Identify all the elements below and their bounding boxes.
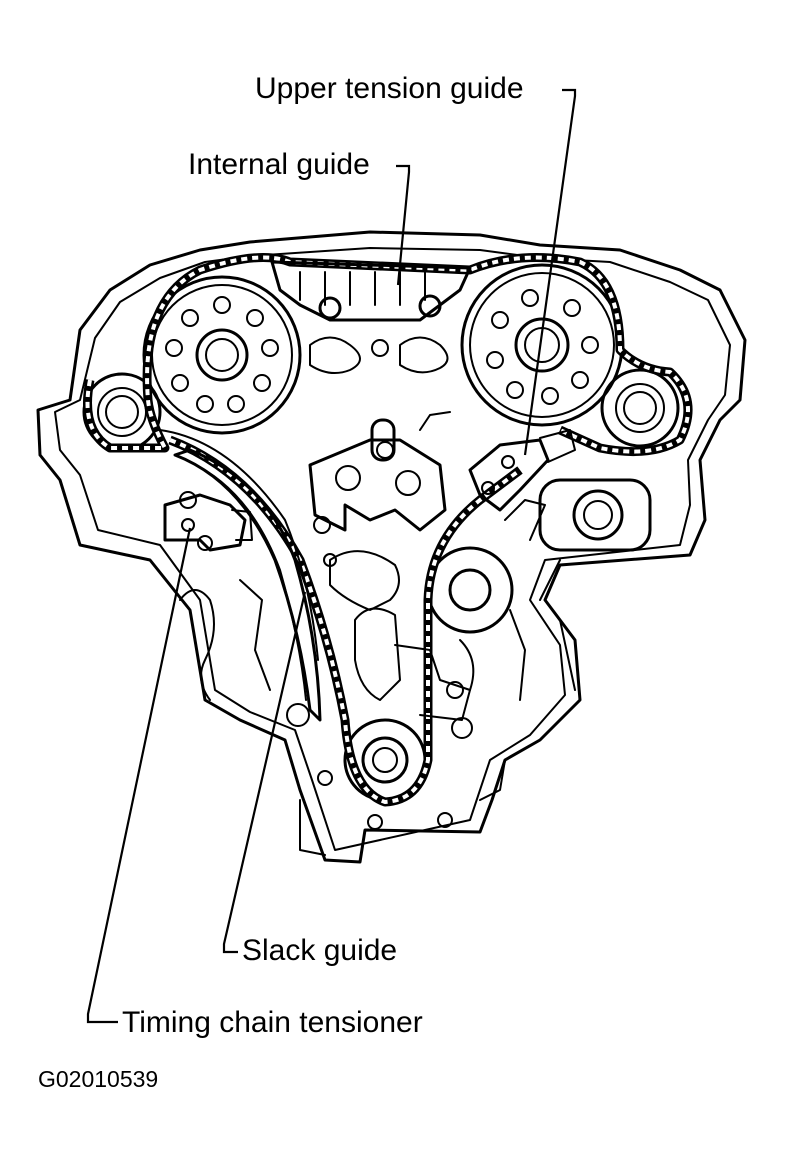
figure-id: G02010539 [38,1066,159,1092]
slack-guide-lines [189,461,307,701]
label-upper-tension-guide: Upper tension guide [255,72,524,105]
timing-cover-inner [54,247,731,851]
idler-pulley [426,546,514,634]
left-lower-chain [168,435,523,807]
upper-tension-guide-part [468,429,576,512]
crankshaft-sprocket [343,718,427,802]
leader-timing-chain-tensioner [86,527,192,1024]
slack-guide-part [173,448,322,722]
internal-guide-part [270,260,472,375]
center-block [308,418,447,532]
label-internal-guide: Internal guide [188,148,370,181]
upper-timing-chain-links [85,255,690,454]
label-timing-chain-tensioner: Timing chain tensioner [122,1006,423,1039]
right-small-sprocket [600,368,680,448]
right-side-boss [538,478,652,552]
leader-internal-guide [396,164,411,286]
leader-lines [86,88,577,1024]
leader-slack-guide [222,591,307,954]
left-lower-chain-inner [159,429,319,661]
lower-engine-details [179,411,576,856]
leader-upper-tension-guide [523,88,577,456]
label-slack-guide: Slack guide [242,934,398,967]
timing-chain-tensioner-part [163,491,253,552]
right-camshaft-sprocket [460,263,624,427]
